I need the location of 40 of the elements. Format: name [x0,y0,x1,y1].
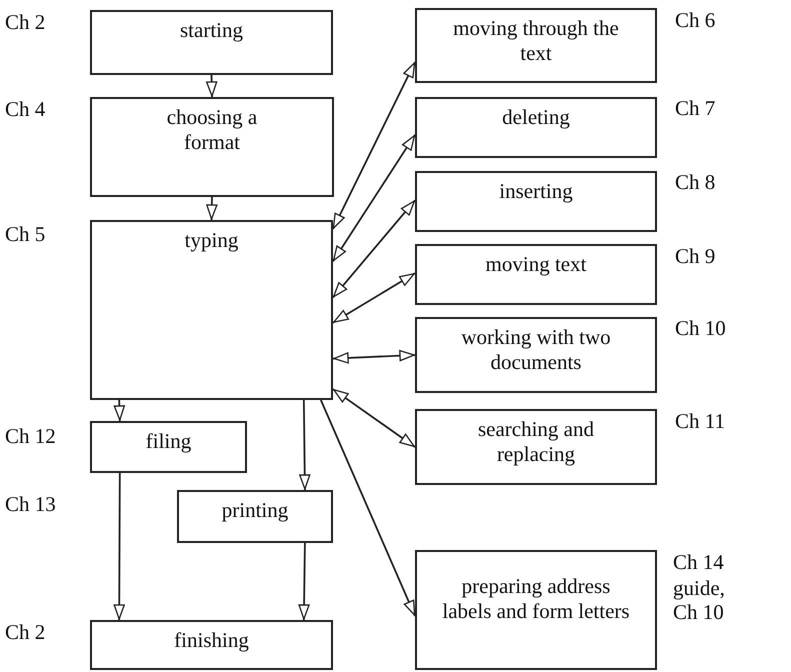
process-box: typing [90,220,333,400]
chapter-label: Ch 12 [5,424,57,448]
chapter-label: Ch 11 [675,409,726,433]
process-box: inserting [415,171,657,232]
chapter-label: Ch 9 [675,244,716,268]
process-box: working with two documents [415,317,657,393]
chapter-label: Ch 14 [673,550,725,574]
process-box: preparing address labels and form letters [415,550,657,670]
process-box: choosing a format [90,97,334,197]
arrow [114,473,125,620]
chapter-label: Ch 8 [675,170,716,194]
arrow [332,388,416,448]
process-box: moving through the text [415,8,657,83]
process-box: starting [90,10,333,75]
chapter-label: Ch 5 [5,222,46,246]
process-box: moving text [415,244,657,305]
chapter-label: Ch 13 [5,492,56,516]
arrow [332,62,416,230]
chapter-label: Ch 6 [675,8,716,32]
arrow [299,400,310,490]
chapter-label: guide, Ch 10 [673,576,726,624]
chapter-label: Ch 4 [5,97,46,121]
arrow [332,350,416,364]
process-box: printing [177,490,333,543]
arrow [298,542,310,620]
chapter-label: Ch 2 [5,10,46,34]
arrow [206,196,218,220]
process-box: searching and replacing [415,409,657,485]
chapter-label: Ch 10 [675,316,727,340]
process-box: finishing [90,620,333,670]
arrow [332,134,416,262]
arrow [114,400,125,422]
chapter-label: Ch 2 [5,620,46,644]
process-box: deleting [415,97,657,158]
process-box: filing [90,421,247,473]
arrow [332,272,416,324]
arrow [320,400,416,616]
arrow [206,74,218,98]
arrow [332,200,416,298]
chapter-label: Ch 7 [675,96,716,120]
